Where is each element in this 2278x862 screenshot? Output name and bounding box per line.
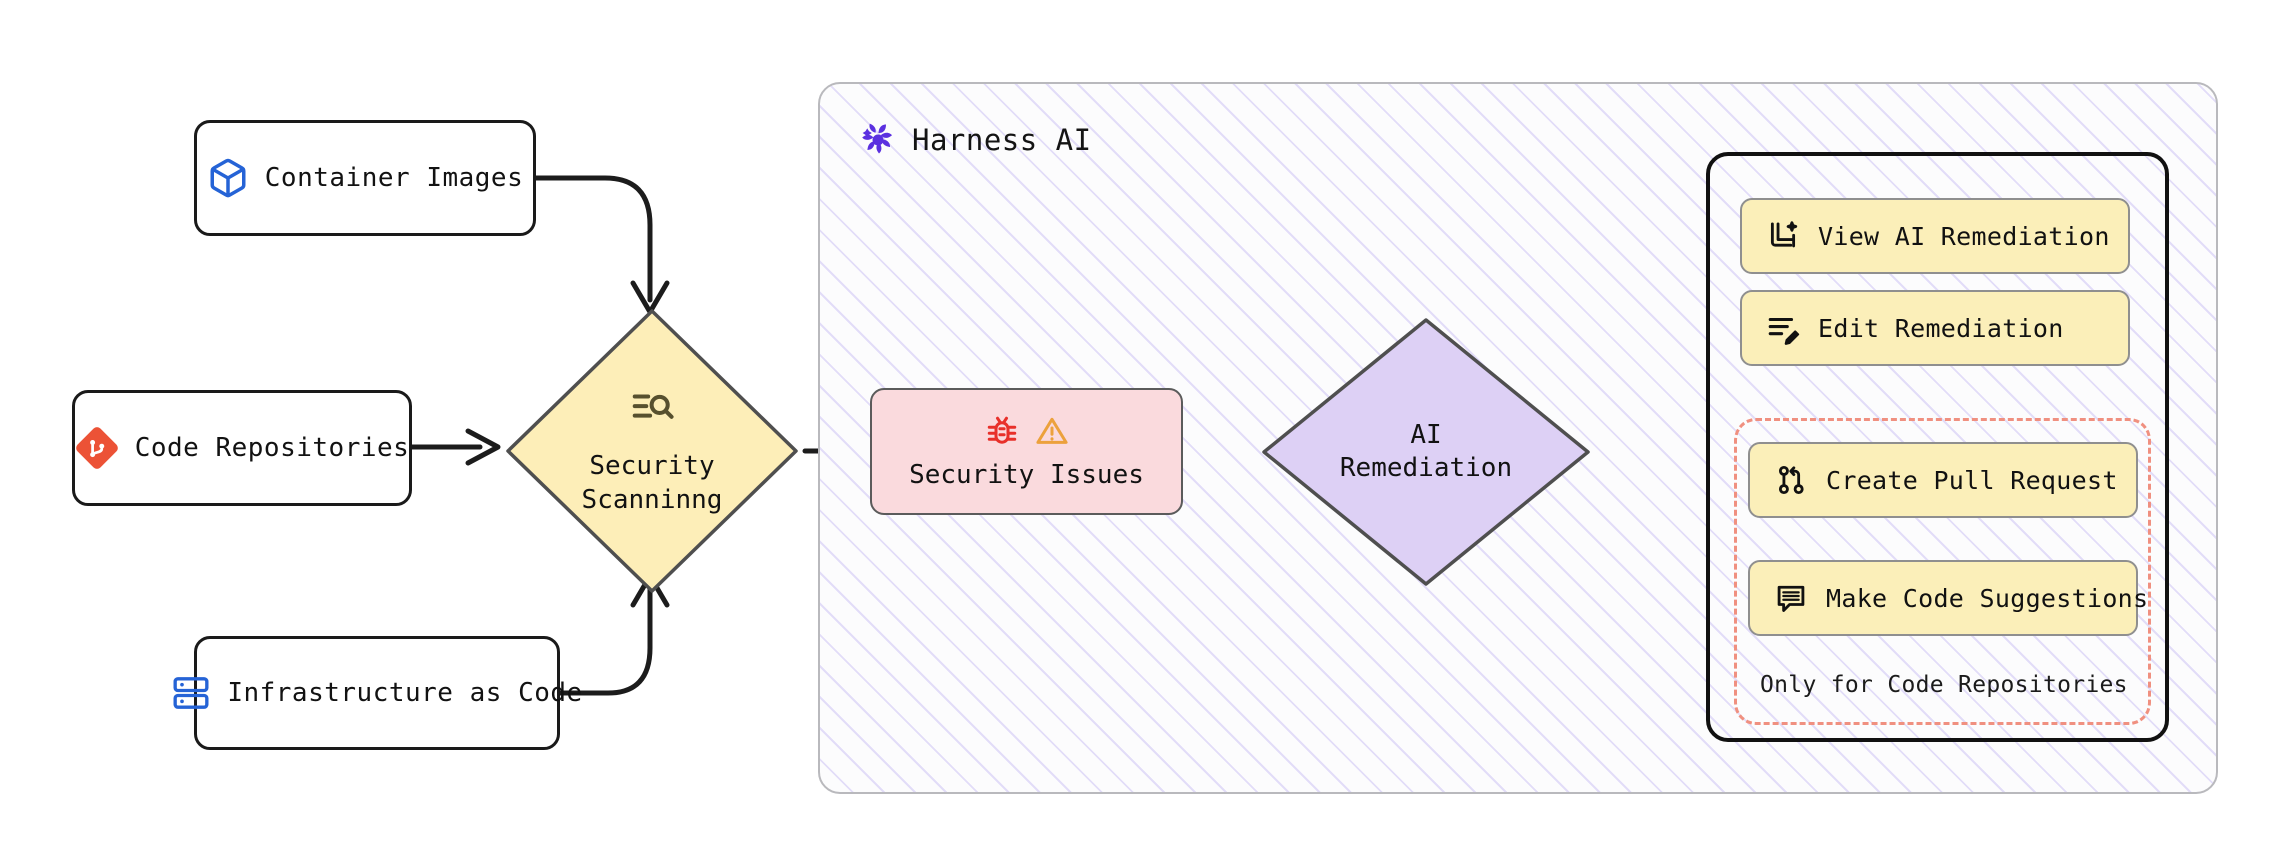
- action-label-edit-remediation: Edit Remediation: [1818, 313, 2064, 343]
- source-label-infrastructure-as-code: Infrastructure as Code: [227, 678, 583, 708]
- source-node-code-repositories[interactable]: Code Repositories: [72, 390, 412, 506]
- code-repository-only-group: [1734, 418, 2151, 725]
- bug-icon: [984, 413, 1020, 456]
- edge-container-images-to-scanning: [532, 175, 670, 315]
- harness-ai-title-label: Harness AI: [912, 123, 1092, 157]
- harness-pinwheel-icon: [858, 120, 898, 160]
- security-issues-node[interactable]: Security Issues: [870, 388, 1183, 515]
- action-button-view-ai-remediation[interactable]: View AI Remediation: [1740, 198, 2130, 274]
- action-button-make-code-suggestions[interactable]: Make Code Suggestions: [1748, 560, 2148, 636]
- action-button-edit-remediation[interactable]: Edit Remediation: [1740, 290, 2130, 366]
- warning-triangle-icon: [1034, 413, 1070, 456]
- list-pencil-icon: [1766, 311, 1800, 345]
- security-scanning-shape: [506, 309, 798, 593]
- ai-sparkle-document-icon: [1766, 219, 1800, 253]
- security-issues-label: Security Issues: [909, 460, 1144, 490]
- ai-remediation-shape: [1262, 318, 1590, 586]
- harness-ai-title: Harness AI: [858, 120, 1092, 160]
- security-scanning-node[interactable]: Security Scanninng: [500, 303, 804, 599]
- code-repository-restriction-note: Only for Code Repositories: [1760, 672, 2128, 698]
- source-label-code-repositories: Code Repositories: [134, 433, 410, 463]
- action-label-view-ai-remediation: View AI Remediation: [1818, 221, 2110, 251]
- git-pull-request-icon: [1774, 463, 1808, 497]
- source-node-container-images[interactable]: Container Images: [194, 120, 536, 236]
- comment-lines-icon: [1774, 581, 1808, 615]
- source-node-infrastructure-as-code[interactable]: Infrastructure as Code: [173, 636, 582, 750]
- action-label-make-code-suggestions: Make Code Suggestions: [1826, 583, 2149, 613]
- action-button-create-pull-request[interactable]: Create Pull Request: [1748, 442, 2138, 518]
- remediation-actions-panel: [1706, 152, 2169, 742]
- server-stack-icon: [171, 673, 211, 713]
- edge-code-repositories-to-scanning: [409, 428, 501, 466]
- source-label-container-images: Container Images: [264, 163, 524, 193]
- action-label-create-pull-request: Create Pull Request: [1826, 465, 2118, 495]
- security-issues-icons: [984, 413, 1070, 456]
- cube-icon: [207, 157, 249, 199]
- ai-remediation-node[interactable]: AI Remediation: [1256, 312, 1596, 592]
- git-repository-icon: [75, 426, 119, 470]
